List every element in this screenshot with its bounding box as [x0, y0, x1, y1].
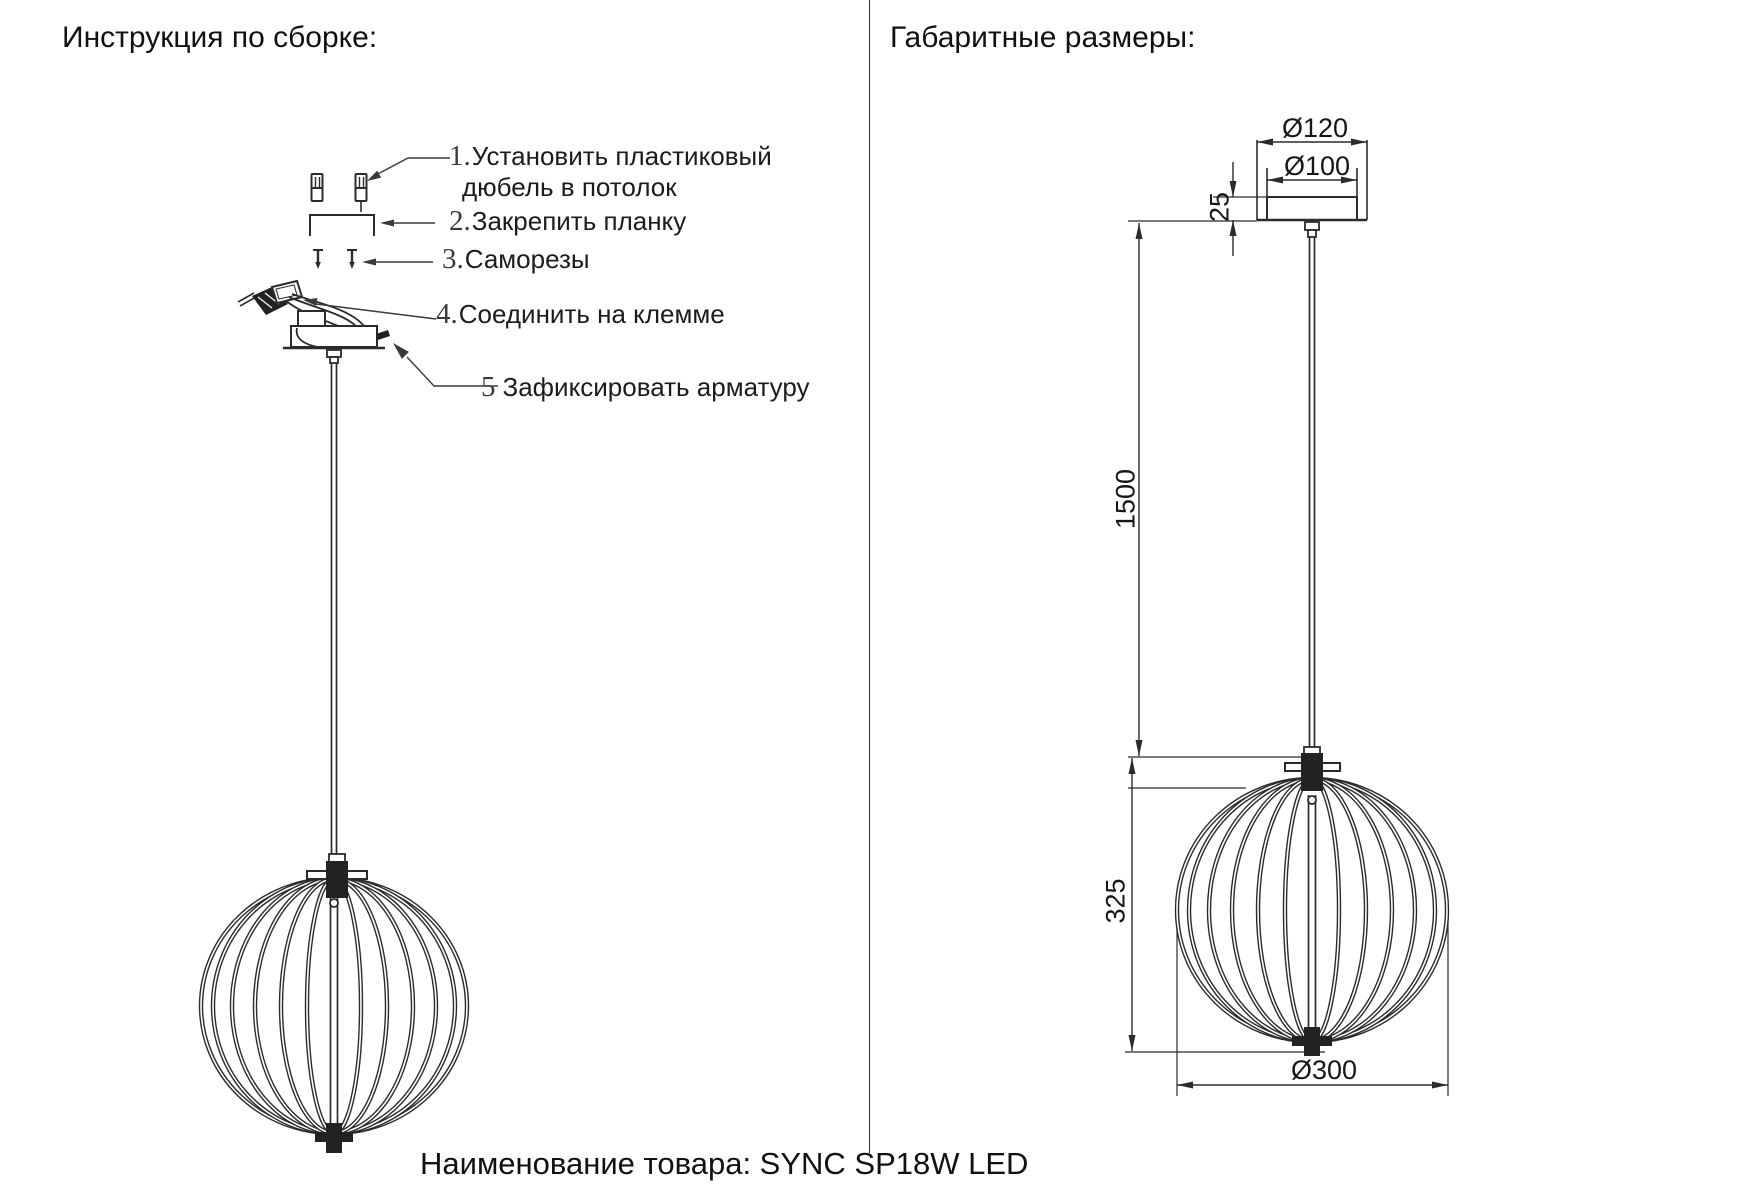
leader-lines: [303, 157, 498, 387]
canopy-body: [290, 325, 378, 348]
dim-label-shade-height: 325: [1100, 878, 1131, 924]
step-5-number: 5: [481, 371, 496, 403]
step-4-number: 4.: [436, 298, 458, 330]
assembly-diagram: [198, 157, 498, 1153]
dim-300: [1176, 918, 1449, 1096]
product-caption: Наименование товара: SYNC SP18W LED: [420, 1146, 1029, 1181]
driver-box: [297, 310, 326, 328]
cage-ribs: [198, 876, 470, 1136]
step-1: 1.Установить пластиковый дюбель в потоло…: [449, 141, 772, 203]
step-2-label: Закрепить планку: [471, 206, 687, 236]
step-2: 2.Закрепить планку: [449, 206, 686, 237]
dimension-drawing: [1125, 138, 1450, 1096]
dim-cage-shade: [1174, 746, 1450, 1056]
dim-label-canopy-plate-diameter: Ø120: [1282, 113, 1349, 143]
step-4: 4.Соединить на клемме: [436, 299, 725, 330]
step-4-label: Соединить на клемме: [458, 299, 725, 329]
dim-canopy-body: [1266, 196, 1358, 221]
dim-pendant-stem: [1304, 221, 1320, 753]
plug: [252, 287, 288, 315]
step-3: 3.Саморезы: [442, 244, 590, 275]
dim-label-shade-diameter: Ø300: [1291, 1055, 1358, 1085]
dim-label-canopy-body-diameter: Ø100: [1284, 151, 1351, 181]
dim-label-canopy-height: 25: [1204, 191, 1235, 223]
canopy-assembly: [237, 279, 390, 364]
step-3-number: 3.: [442, 243, 464, 275]
section-divider: [869, 0, 870, 1153]
right-section-title: Габаритные размеры:: [890, 21, 1196, 54]
cage-shade: [198, 853, 470, 1153]
pendant-stem: [330, 363, 338, 871]
cage-top-hub: [326, 861, 348, 898]
dowel-icons: [310, 173, 368, 212]
step-1-label: Установить пластиковый: [471, 141, 772, 171]
mounting-bracket: [309, 214, 375, 236]
screw-icons: [313, 249, 357, 269]
set-screw: [376, 330, 390, 340]
dim-label-suspension-length: 1500: [1110, 468, 1141, 530]
left-section-title: Инструкция по сборке:: [62, 21, 378, 54]
step-1-label-line2: дюбель в потолок: [462, 172, 677, 202]
step-2-number: 2.: [449, 205, 471, 237]
dim-canopy: [1213, 138, 1368, 256]
step-5-label: Зафиксировать арматуру: [502, 372, 810, 402]
dim-325: [1125, 758, 1325, 1053]
dim-1500: [1128, 220, 1320, 789]
step-1-number: 1.: [449, 140, 471, 172]
step-3-label: Саморезы: [464, 244, 590, 274]
